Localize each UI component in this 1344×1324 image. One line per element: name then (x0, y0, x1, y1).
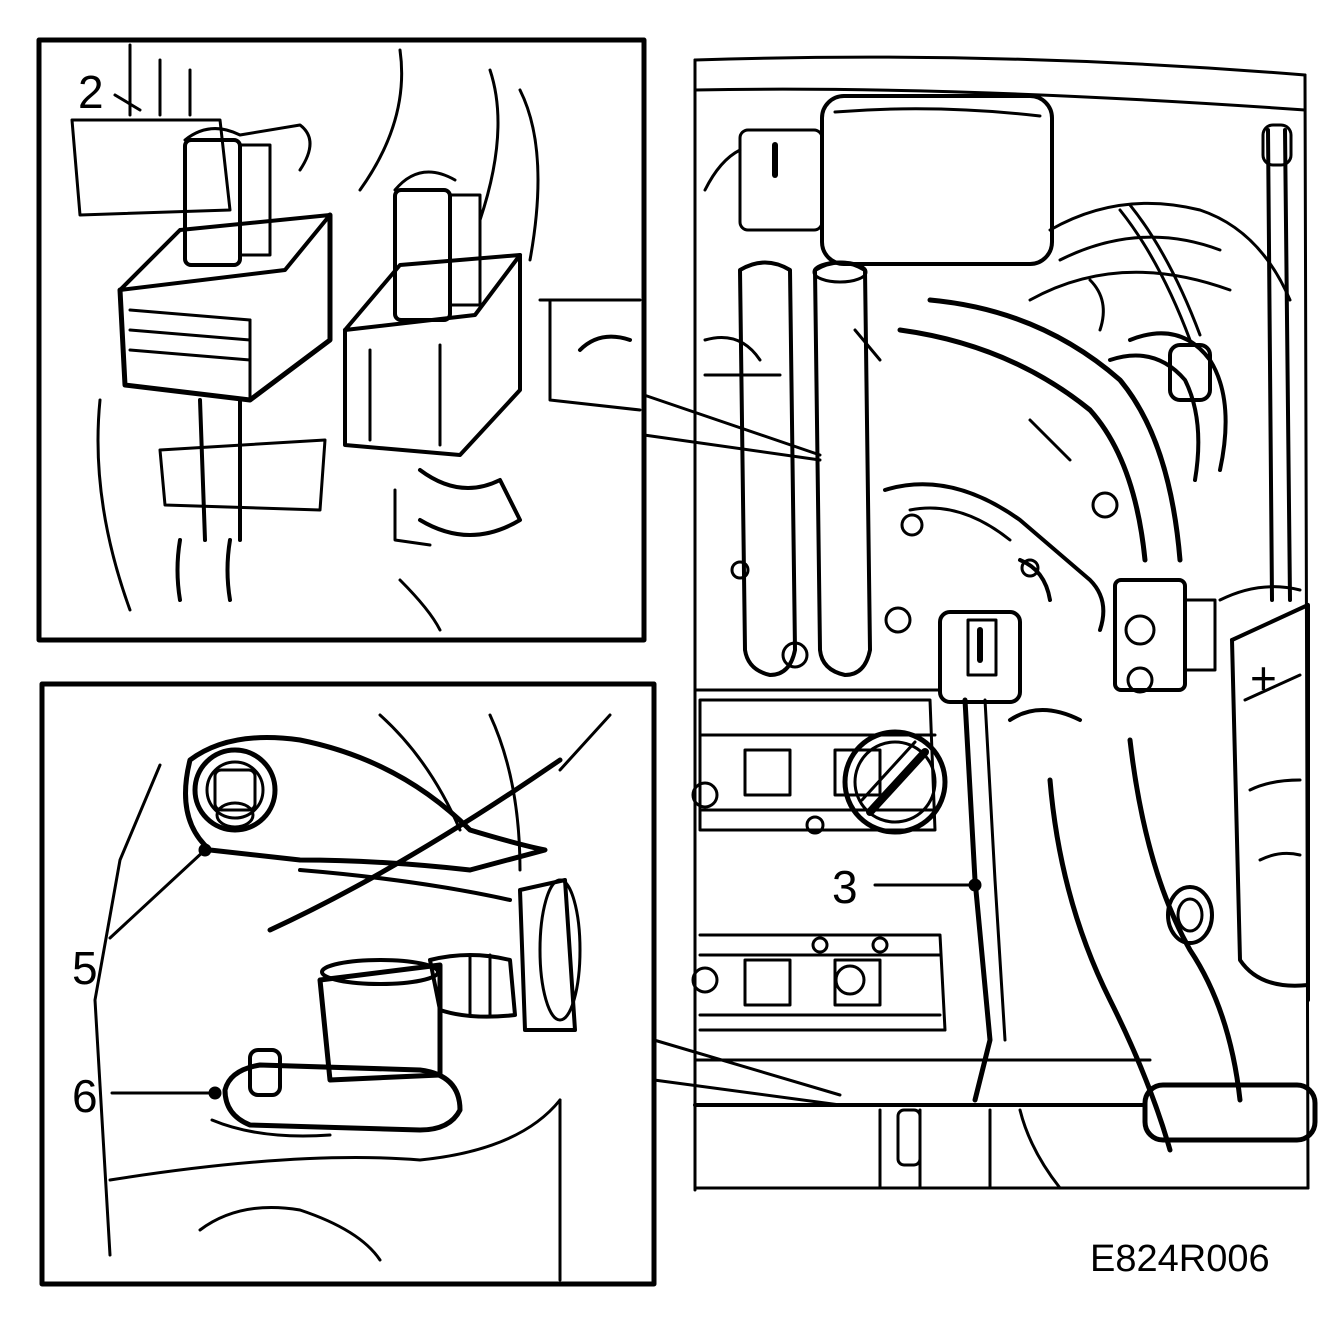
battery-plus-sign: + (1250, 652, 1277, 704)
inset-bottom-left (39, 681, 657, 1287)
callout-2: 2 (78, 66, 104, 118)
figure-code: E824R006 (1090, 1238, 1270, 1280)
callout-6: 6 (72, 1070, 98, 1122)
main-engine-view (691, 55, 1318, 1192)
callout-leaders (108, 93, 982, 1107)
callout-5: 5 (72, 942, 98, 994)
inset-top-left (36, 37, 647, 643)
callout-3: 3 (832, 861, 858, 913)
